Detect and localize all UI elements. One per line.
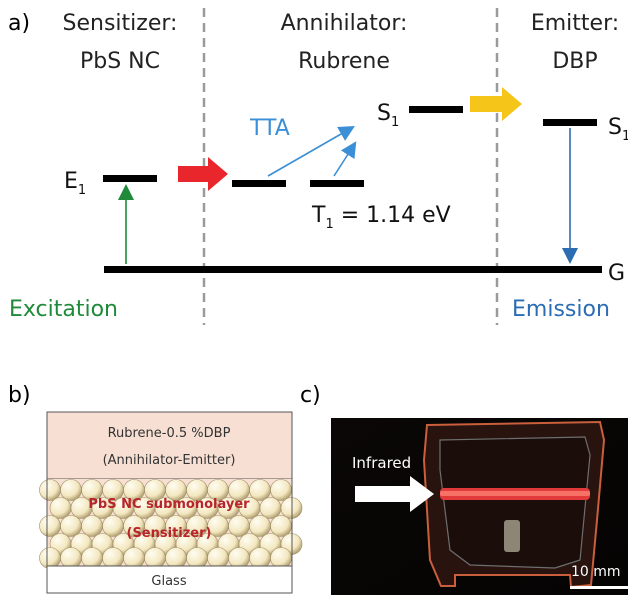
nanocrystal-spheres [39, 479, 303, 569]
tta-label: TTA [249, 116, 290, 141]
layer-stack: Rubrene-0.5 %DBP (Annihilator-Emitter) P… [39, 411, 303, 594]
sensitizer-material: PbS NC [80, 49, 160, 74]
nanocrystal-sphere [270, 515, 292, 537]
nanocrystal-sphere [102, 547, 124, 569]
nanocrystal-sphere [270, 547, 292, 569]
emitter-s1-label: S1 [608, 115, 628, 144]
nanocrystal-sphere [249, 547, 271, 569]
annihilator-header: Annihilator: [281, 11, 408, 36]
annihilator-emitter-layer [46, 411, 293, 480]
nanocrystal-sphere [81, 515, 103, 537]
nanocrystal-sphere [270, 479, 292, 501]
sample-holder [504, 520, 520, 552]
nanocrystal-sphere [39, 547, 61, 569]
e1-level [103, 175, 157, 182]
nanocrystal-sphere [249, 479, 271, 501]
nanocrystal-sphere [49, 497, 72, 519]
nanocrystal-sphere [186, 547, 208, 569]
nanocrystal-sphere [144, 547, 166, 569]
column-headers: Sensitizer: PbS NC Annihilator: Rubrene … [63, 11, 620, 74]
nanocrystal-sphere [60, 547, 82, 569]
triplet-level-2 [310, 180, 364, 187]
sensitizer-header: Sensitizer: [63, 11, 178, 36]
device-photo: Infrared 10 mm [331, 418, 628, 595]
annihilator-emitter-line1: Rubrene-0.5 %DBP [108, 426, 231, 441]
nanocrystal-sphere [228, 547, 250, 569]
nanocrystal-sphere [249, 515, 271, 537]
scale-bar [570, 586, 628, 589]
emitter-header: Emitter: [531, 11, 619, 36]
nanocrystal-sphere [81, 547, 103, 569]
tta-arrow-1 [267, 126, 355, 177]
nanocrystal-sphere [60, 479, 82, 501]
glass-label: Glass [151, 574, 186, 589]
nanocrystal-sphere [165, 547, 187, 569]
energy-transfer-arrow-red [178, 157, 228, 191]
nanocrystal-sphere [39, 515, 61, 537]
stack-frame [46, 411, 293, 594]
infrared-arrow [355, 476, 434, 512]
annihilator-material: Rubrene [298, 49, 390, 74]
e1-label: E1 [64, 169, 86, 198]
sensitizer-line2: (Sensitizer) [127, 526, 212, 541]
infrared-label: Infrared [352, 454, 411, 472]
nanocrystal-sphere [259, 497, 282, 519]
nanocrystal-sphere [207, 547, 229, 569]
excitation-label: Excitation [9, 297, 118, 322]
nanocrystal-sphere [39, 479, 61, 501]
nanocrystal-sphere [123, 547, 145, 569]
emitter-s1-level [543, 119, 597, 126]
s1-level [409, 106, 463, 113]
panel-b-label: b) [8, 383, 31, 408]
tta-arrow-2 [333, 141, 357, 177]
panel-a-label: a) [8, 11, 30, 36]
panel-c-label: c) [300, 383, 321, 408]
beam-highlight [440, 491, 590, 496]
t1-label: T1 = 1.14 eV [311, 203, 451, 232]
triplet-level-1 [232, 180, 286, 187]
s1-label: S1 [377, 101, 399, 130]
ground-state-line [104, 266, 602, 273]
nanocrystal-sphere [228, 515, 250, 537]
annihilator-emitter-line2: (Annihilator-Emitter) [103, 453, 236, 468]
sensitizer-line1: PbS NC submonolayer [88, 497, 250, 512]
energy-transfer-arrow-yellow [470, 87, 522, 121]
ground-label: G [608, 261, 625, 286]
nanocrystal-sphere [60, 515, 82, 537]
scale-label: 10 mm [571, 564, 621, 580]
emitter-material: DBP [552, 49, 597, 74]
nanocrystal-sphere [102, 515, 124, 537]
glass-layer [46, 565, 293, 594]
emission-label: Emission [512, 297, 610, 322]
